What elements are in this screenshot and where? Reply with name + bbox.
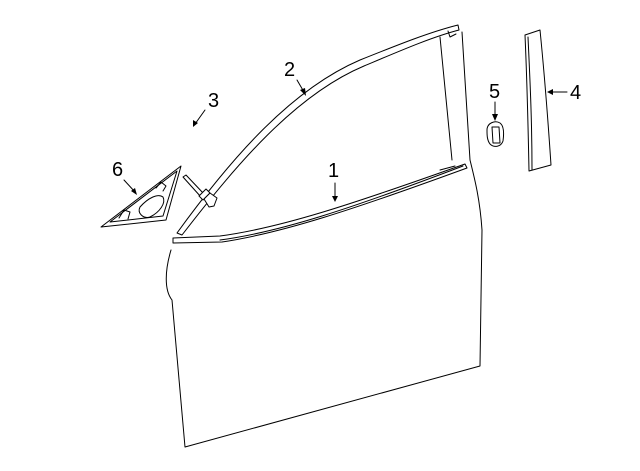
mirror-corner-cover bbox=[100, 165, 182, 228]
callout-3: 3 bbox=[208, 90, 220, 112]
callout-1: 1 bbox=[328, 160, 340, 182]
leader-arrows bbox=[123, 79, 568, 202]
pillar-applique bbox=[524, 29, 552, 172]
window-frame-molding bbox=[176, 24, 460, 236]
callout-2: 2 bbox=[284, 59, 296, 81]
callout-6: 6 bbox=[112, 159, 124, 181]
callout-5: 5 bbox=[489, 81, 501, 103]
belt-molding bbox=[172, 163, 468, 244]
callout-4: 4 bbox=[570, 82, 582, 104]
door-shell bbox=[165, 31, 483, 448]
retainer-clip bbox=[486, 121, 505, 147]
rivet-clip bbox=[182, 174, 218, 208]
